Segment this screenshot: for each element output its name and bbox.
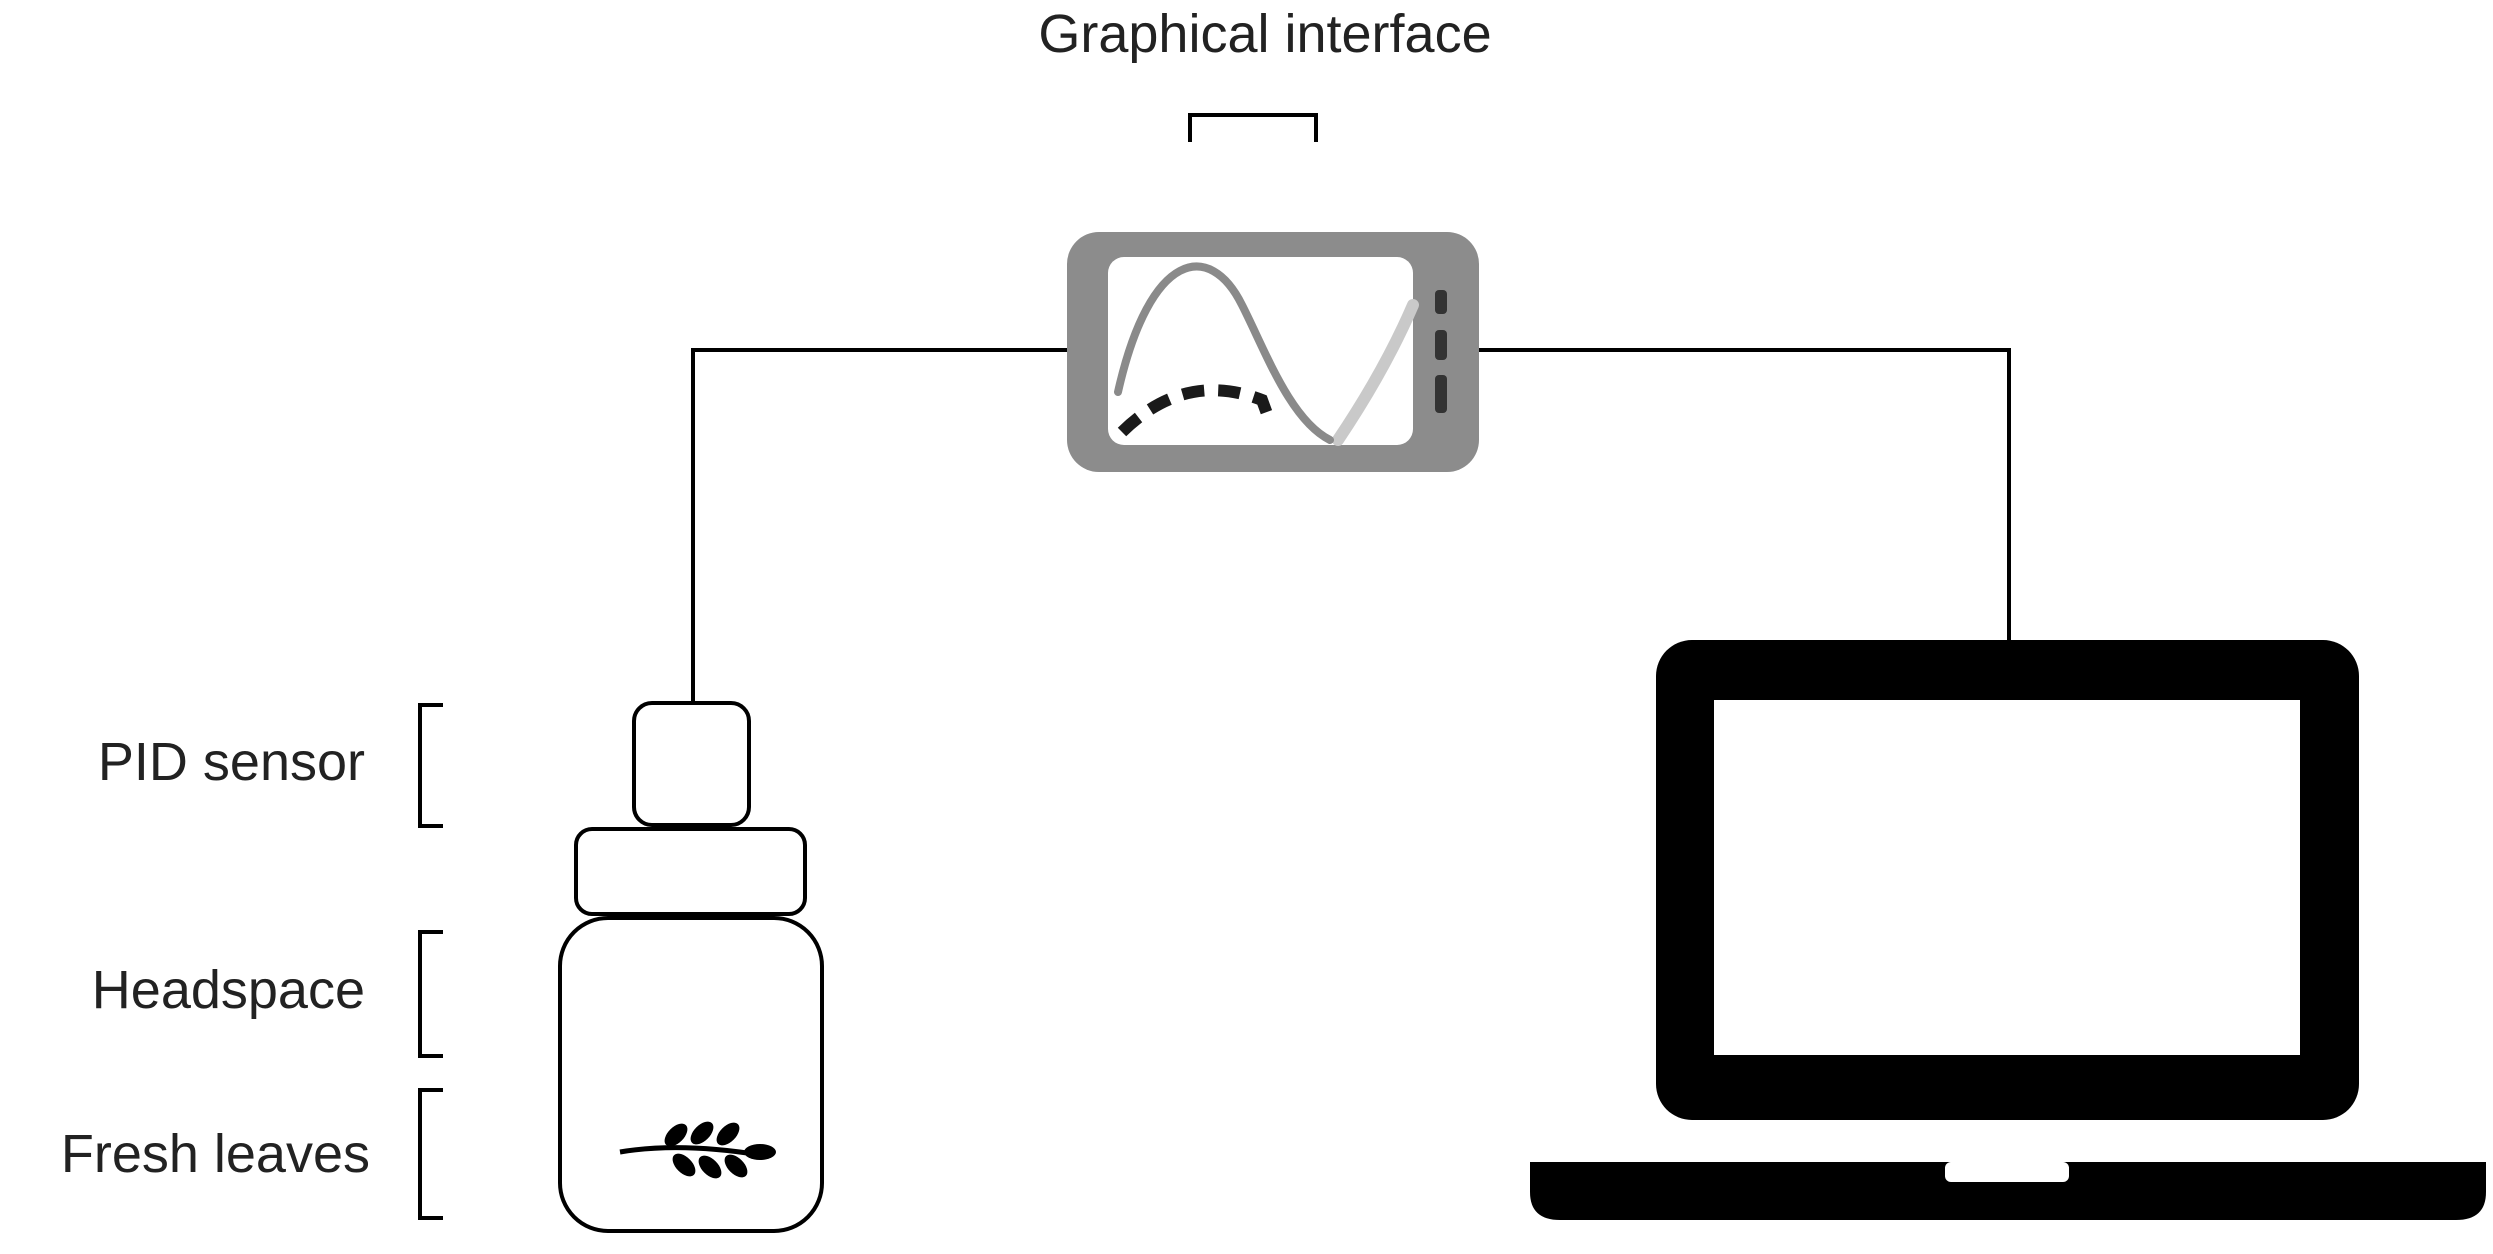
device-curve-light — [1332, 299, 1419, 446]
laptop-icon — [1530, 640, 2486, 1220]
pid-sensor-cap — [632, 701, 751, 827]
device-curve-peak — [1114, 262, 1334, 444]
device-curve-dashed — [1117, 384, 1276, 437]
connection-line-laptop — [1477, 348, 2011, 642]
pid-sensor-bracket — [418, 703, 443, 828]
sample-jar-icon — [558, 701, 824, 1233]
device-button-1 — [1435, 290, 1447, 314]
connection-line-sensor — [691, 348, 1067, 703]
headspace-bracket — [418, 930, 443, 1058]
jar-lid — [574, 827, 807, 916]
graphical-interface-label: Graphical interface — [1038, 4, 1491, 64]
laptop-base — [1530, 1162, 2486, 1220]
laptop-screen — [1714, 700, 2300, 1055]
headspace-label: Headspace — [92, 960, 365, 1020]
device-button-2 — [1435, 330, 1447, 360]
handheld-detector-icon — [1067, 232, 1479, 472]
fresh-leaves-bracket — [418, 1088, 443, 1220]
graphical-interface-bracket — [1188, 113, 1318, 142]
jar-body — [558, 916, 824, 1233]
pid-sensor-label: PID sensor — [98, 732, 365, 792]
laptop-trackpad-notch — [1945, 1162, 2069, 1182]
fresh-leaves-label: Fresh leaves — [61, 1124, 370, 1184]
device-button-3 — [1435, 375, 1447, 413]
leaf-sprig-icon — [619, 1121, 776, 1179]
